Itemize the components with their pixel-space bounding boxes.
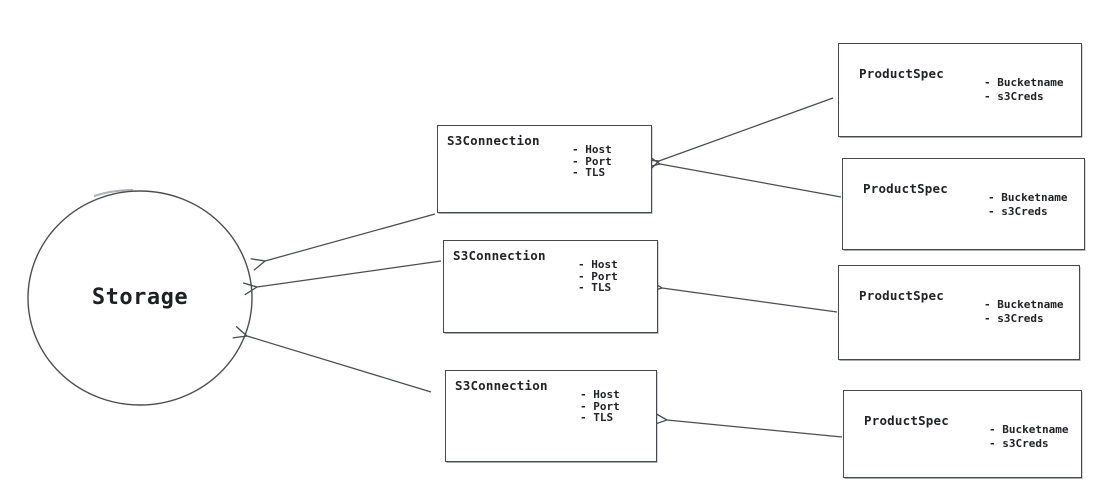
edge-s3connection3-to-storage [247, 336, 432, 393]
s3connection-node-1-title: S3Connection [447, 133, 540, 148]
productspec-node-2-title: ProductSpec [863, 181, 948, 196]
s3connection-node-2: S3Connection - Host - Port - TLS [443, 240, 658, 333]
productspec-node-4-title: ProductSpec [864, 413, 949, 428]
attribute-item: - Port [572, 154, 612, 168]
attribute-item: - Bucketname [984, 298, 1064, 311]
productspec-node-2: ProductSpec - Bucketname - s3Creds [842, 158, 1085, 250]
productspec-node-3: ProductSpec - Bucketname - s3Creds [838, 265, 1080, 360]
productspec-node-3-title: ProductSpec [859, 288, 944, 303]
s3connection-node-3: S3Connection - Host - Port - TLS [445, 370, 657, 462]
s3connection-node-3-attributes: - Host - Port - TLS [580, 389, 620, 424]
s3connection-node-1-attributes: - Host - Port - TLS [572, 144, 612, 179]
attribute-item: - s3Creds [984, 311, 1044, 325]
productspec-node-3-attributes: - Bucketname - s3Creds [984, 298, 1063, 325]
storage-node-label: Storage [91, 285, 189, 310]
s3connection-node-3-title: S3Connection [455, 378, 548, 393]
s3connection-node-1: S3Connection - Host - Port - TLS [437, 125, 652, 213]
attribute-item: - Port [580, 399, 620, 413]
attribute-item: - TLS [578, 281, 612, 294]
s3connection-node-2-attributes: - Host - Port - TLS [578, 259, 618, 294]
attribute-item: - Host [578, 258, 618, 271]
attribute-item: - Bucketname [989, 423, 1069, 436]
edge-productspec1-to-s3connection1 [659, 97, 834, 161]
edge-productspec3-to-s3connection2 [662, 288, 838, 313]
attribute-item: - Port [578, 269, 618, 283]
attribute-item: - s3Creds [989, 436, 1049, 450]
attribute-item: - Host [572, 143, 612, 156]
attribute-item: - s3Creds [984, 89, 1044, 103]
productspec-node-1-attributes: - Bucketname - s3Creds [984, 76, 1063, 103]
productspec-node-2-attributes: - Bucketname - s3Creds [988, 191, 1067, 218]
storage-circle-sketch-overlap [93, 189, 134, 197]
attribute-item: - Bucketname [988, 191, 1068, 204]
productspec-node-1-title: ProductSpec [859, 66, 944, 81]
edge-s3connection1-to-storage [265, 213, 436, 261]
edge-productspec2-to-s3connection1 [660, 164, 842, 198]
storage-circle [27, 190, 253, 406]
productspec-node-4-attributes: - Bucketname - s3Creds [989, 423, 1068, 450]
s3connection-node-2-title: S3Connection [453, 248, 546, 263]
productspec-node-4: ProductSpec - Bucketname - s3Creds [843, 390, 1082, 478]
productspec-node-1: ProductSpec - Bucketname - s3Creds [838, 43, 1082, 137]
attribute-item: - TLS [580, 411, 614, 424]
attribute-item: - Host [580, 388, 620, 401]
attribute-item: - Bucketname [984, 76, 1064, 89]
attribute-item: - s3Creds [988, 204, 1048, 218]
edge-productspec4-to-s3connection3 [667, 420, 843, 438]
edge-s3connection2-to-storage [257, 260, 442, 287]
attribute-item: - TLS [572, 166, 606, 179]
